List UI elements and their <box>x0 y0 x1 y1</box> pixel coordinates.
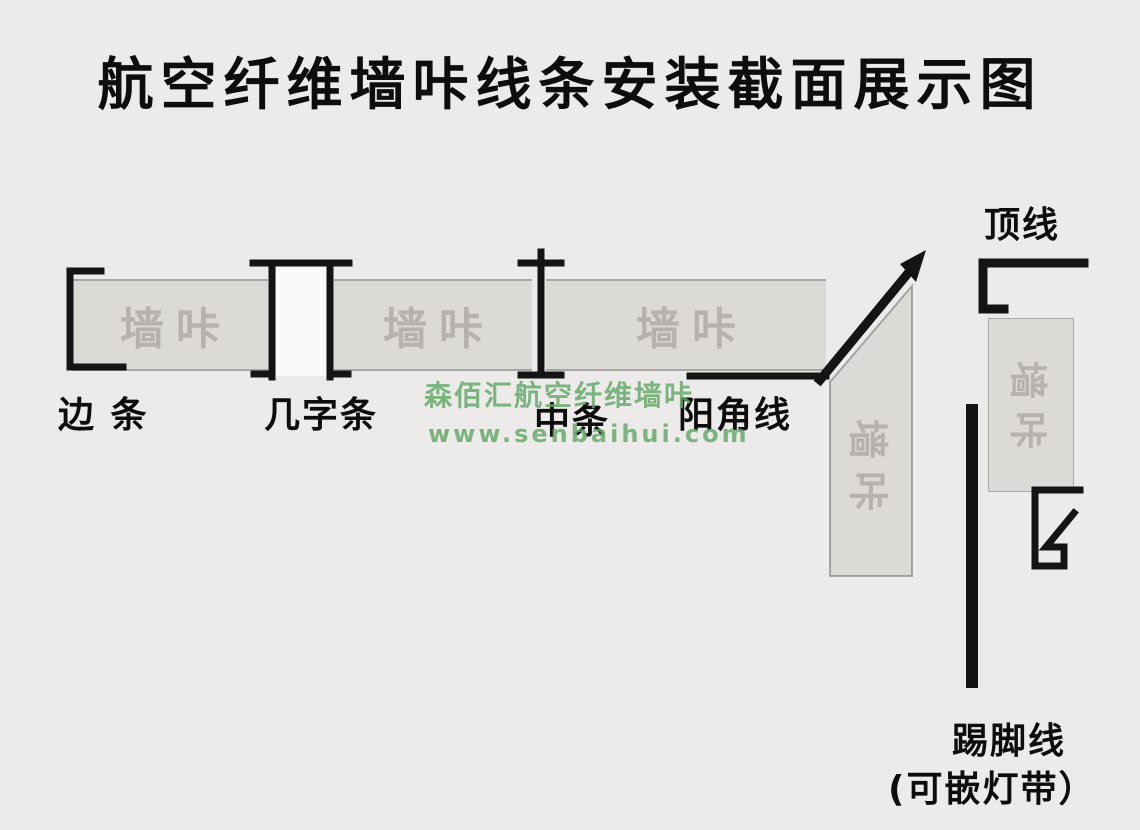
skirting-profile <box>1031 486 1084 570</box>
label-crown: 顶线 <box>984 205 1061 246</box>
diagram-title: 航空纤维墙咔线条安装截面展示图 <box>97 53 1043 118</box>
label-ji-strip: 几字条 <box>264 395 379 436</box>
label-edge-strip: 边 条 <box>58 395 149 436</box>
wall-panel-right: 墙咔 <box>988 318 1074 492</box>
label-outer-corner: 阳角线 <box>678 395 793 436</box>
corner-arrow-tip <box>900 250 926 282</box>
panel-watermark-text: 墙咔 <box>383 304 495 355</box>
watermark-brand: 森佰汇航空纤维墙咔 <box>424 379 695 412</box>
wall-panel-1: 墙咔 <box>72 279 268 371</box>
panel-watermark-text: 墙咔 <box>636 304 748 355</box>
label-skirting: 踢脚线 <box>952 721 1067 762</box>
panel-watermark-text: 墙咔 <box>844 418 890 523</box>
wall-panel-2: 墙咔 <box>334 279 532 371</box>
crown-profile <box>978 258 1089 314</box>
wall-panel-3: 墙咔 <box>546 279 826 371</box>
wall-base-line <box>966 404 978 688</box>
label-skirting-note: (可嵌灯带） <box>888 769 1097 810</box>
wall-panel-corner-return: 墙咔 <box>830 286 912 576</box>
ji-strip-gap <box>276 266 326 376</box>
watermark-url: www.senbaihui.com <box>428 420 750 448</box>
panel-watermark-text: 墙咔 <box>120 304 232 355</box>
label-middle-strip: 中条 <box>534 401 611 442</box>
panel-watermark-text: 墙咔 <box>1005 360 1050 462</box>
